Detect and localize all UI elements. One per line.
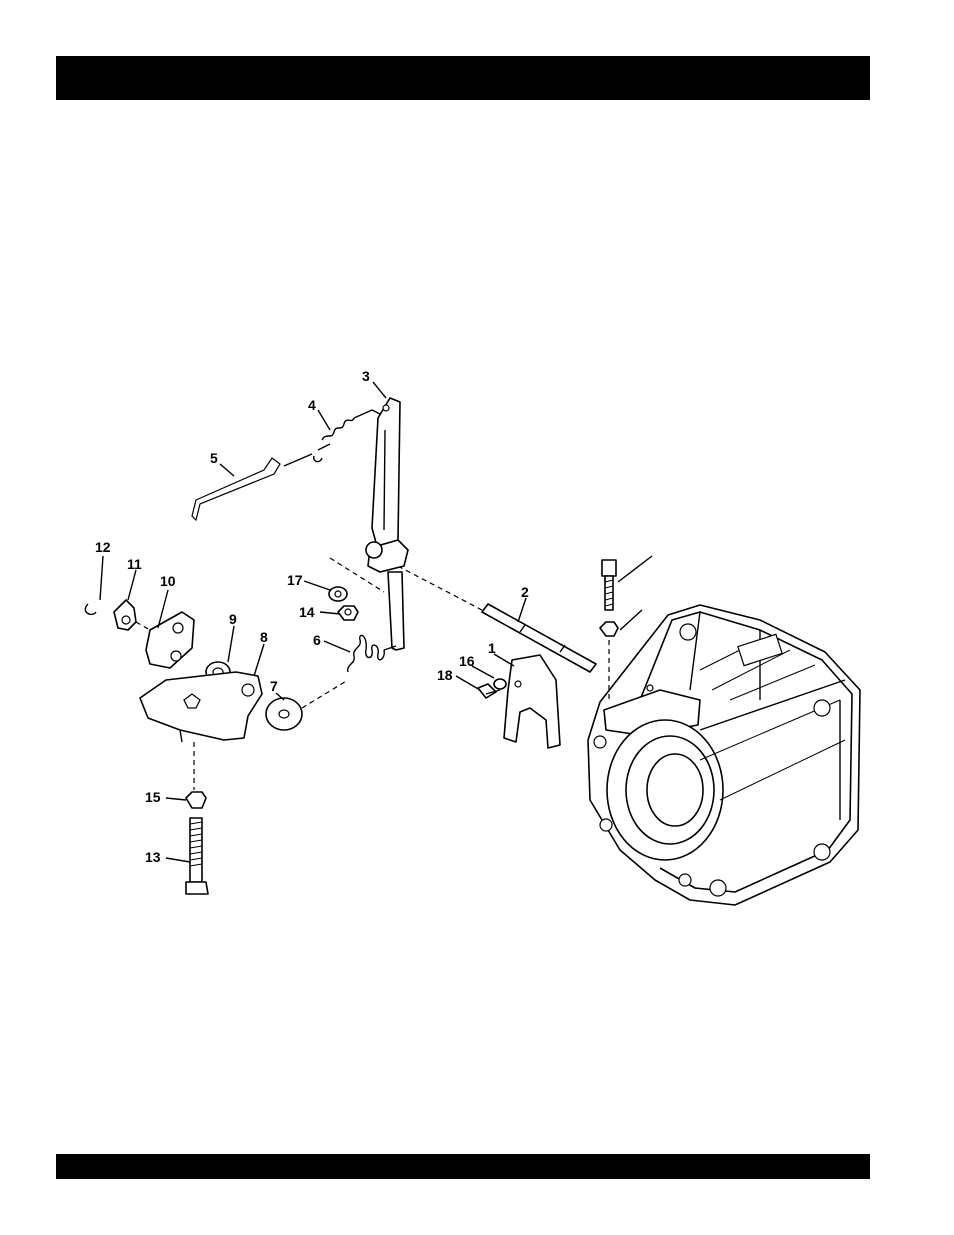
callout-12: 12 (95, 539, 111, 555)
callout-10: 10 (160, 573, 176, 589)
callout-14: 14 (299, 604, 315, 620)
bolt-13 (186, 818, 208, 894)
hex-nut-15 (186, 792, 206, 808)
transmission-housing (588, 605, 860, 905)
callout-13: 13 (145, 849, 161, 865)
mounting-bracket-8 (140, 672, 262, 742)
governor-spring-4 (314, 410, 380, 462)
shift-fork (504, 655, 560, 748)
callout-5: 5 (210, 450, 218, 466)
callout-11: 11 (127, 556, 142, 572)
hex-nut-17 (329, 587, 347, 601)
control-plate-10 (146, 612, 194, 668)
hex-nut-14 (338, 606, 358, 620)
footer-bar (56, 1154, 870, 1179)
callout-2: 2 (521, 584, 529, 600)
callout-18: 18 (437, 667, 453, 683)
callout-4: 4 (308, 397, 316, 413)
callout-6: 6 (313, 632, 321, 648)
callout-15: 15 (145, 789, 161, 805)
callout-1: 1 (488, 640, 496, 656)
governor-spring-6 (348, 635, 396, 672)
washer-7 (266, 680, 348, 730)
clip-12 (85, 604, 96, 614)
callout-7: 7 (270, 678, 278, 694)
callout-16: 16 (459, 653, 475, 669)
lock-washer-16 (494, 679, 506, 689)
wing-nut-11 (114, 600, 136, 630)
callout-labels: 3 4 5 12 11 10 9 8 17 14 6 7 2 1 16 18 1… (95, 368, 529, 865)
callout-8: 8 (260, 629, 268, 645)
callout-17: 17 (287, 572, 303, 588)
callout-3: 3 (362, 368, 370, 384)
cap-screw (602, 556, 652, 610)
callout-9: 9 (229, 611, 237, 627)
